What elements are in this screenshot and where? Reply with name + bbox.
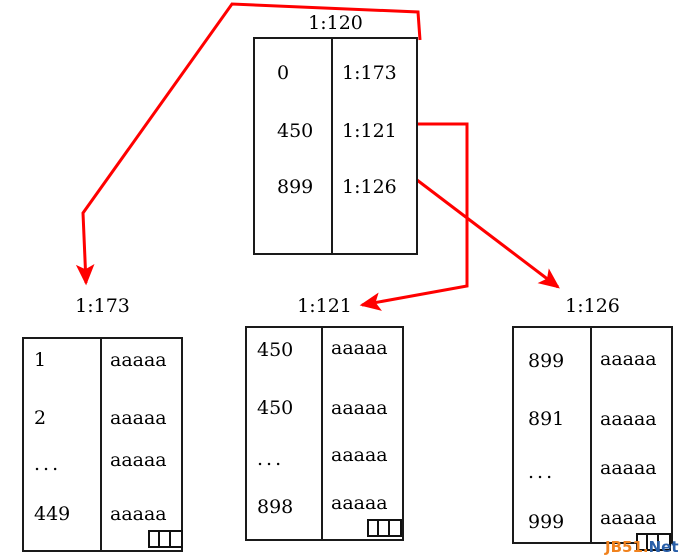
leaf-1-row-3-value: aaaaa [110,503,167,525]
leaf-3-row-2-value: aaaaa [600,457,657,479]
leaf-1-row-0-key: 1 [34,349,47,371]
leaf-3-next-pointer[interactable] [636,533,671,551]
leaf-2-row-0-value: aaaaa [331,337,388,359]
pointer-segment [389,521,400,535]
leaf-2-divider [321,328,323,539]
pointer-segment [658,535,669,549]
leaf-table-2: 450 aaaaa 450 aaaaa ... aaaaa 898 aaaaa [245,326,404,541]
pointer-segment [379,521,390,535]
leaf-1-label: 1:173 [75,295,130,317]
root-table-divider [331,39,333,253]
root-row-0-value[interactable]: 1:173 [342,62,397,84]
leaf-2-row-1-value: aaaaa [331,397,388,419]
watermark-part-two: Net [648,538,679,556]
leaf-1-divider [100,339,102,550]
pointer-segment [150,532,161,546]
leaf-3-row-0-value: aaaaa [600,348,657,370]
pointer-segment [648,535,659,549]
leaf-2-row-2-key: ... [257,448,285,470]
leaf-2-row-0-key: 450 [257,339,294,361]
watermark: JB51.Net [605,538,679,556]
arrow-to-leaf-3 [416,178,560,289]
root-row-2-value[interactable]: 1:126 [342,176,397,198]
leaf-1-row-2-key: ... [34,453,62,475]
leaf-2-label: 1:121 [297,295,352,317]
pointer-segment [170,532,181,546]
leaf-2-row-1-key: 450 [257,397,294,419]
root-table-label: 1:120 [308,12,363,34]
root-row-0-key: 0 [277,62,290,84]
leaf-1-row-0-value: aaaaa [110,349,167,371]
leaf-3-row-1-key: 891 [528,408,565,430]
pointer-segment [369,521,380,535]
root-row-1-key: 450 [277,120,314,142]
leaf-2-row-2-value: aaaaa [331,444,388,466]
leaf-3-row-0-key: 899 [528,350,565,372]
leaf-1-next-pointer[interactable] [148,530,183,548]
leaf-3-row-3-key: 999 [528,511,565,533]
leaf-1-row-1-value: aaaaa [110,407,167,429]
leaf-2-row-3-value: aaaaa [331,492,388,514]
watermark-part-one: JB51. [605,538,649,556]
leaf-1-row-1-key: 2 [34,407,47,429]
leaf-3-label: 1:126 [565,295,620,317]
leaf-2-next-pointer[interactable] [367,519,402,537]
leaf-1-row-2-value: aaaaa [110,449,167,471]
leaf-2-row-3-key: 898 [257,496,294,518]
leaf-3-divider [590,328,592,542]
root-row-2-key: 899 [277,176,314,198]
leaf-table-1: 1 aaaaa 2 aaaaa ... aaaaa 449 aaaaa [22,337,183,552]
leaf-3-row-1-value: aaaaa [600,408,657,430]
pointer-segment [160,532,171,546]
pointer-segment [638,535,649,549]
leaf-3-row-2-key: ... [528,461,556,483]
root-table: 0 1:173 450 1:121 899 1:126 [253,37,418,255]
leaf-1-row-3-key: 449 [34,503,71,525]
root-row-1-value[interactable]: 1:121 [342,120,397,142]
leaf-table-3: 899 aaaaa 891 aaaaa ... aaaaa 999 aaaaa [512,326,673,551]
leaf-3-row-3-value: aaaaa [600,507,657,529]
